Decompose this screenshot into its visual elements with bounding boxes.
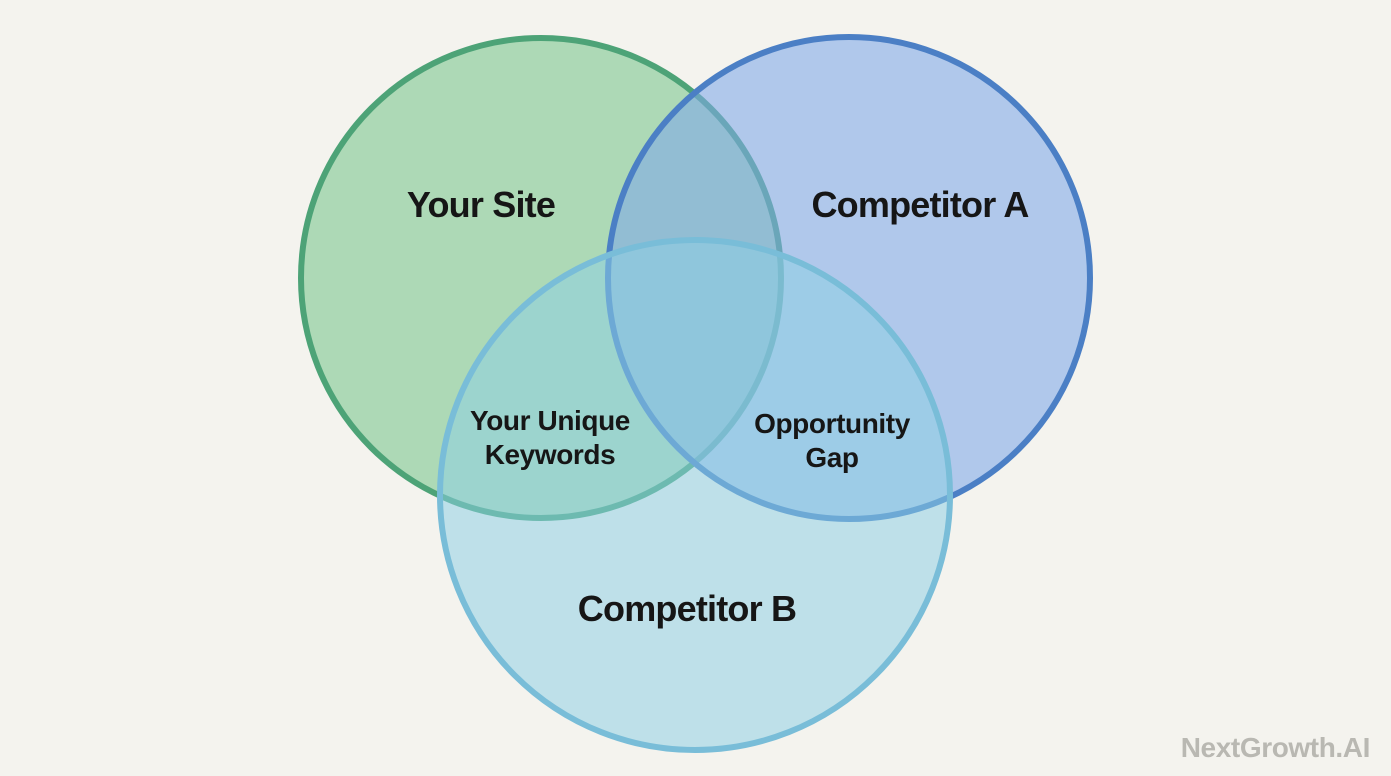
- watermark-nextgrowth-ai: NextGrowth.AI: [1180, 732, 1371, 763]
- opportunity-gap-label: Opportunity Gap: [754, 407, 910, 475]
- competitor-a-label: Competitor A: [811, 184, 1029, 225]
- competitor-b-label: Competitor B: [577, 588, 797, 629]
- opportunity-gap-line1: Opportunity: [754, 408, 910, 439]
- opportunity-gap-line2: Gap: [805, 442, 859, 473]
- your-unique-keywords-line2: Keywords: [484, 439, 616, 470]
- your-site-label: Your Site: [406, 184, 556, 225]
- circle-competitor-b: [437, 237, 953, 753]
- your-unique-keywords-line1: Your Unique: [470, 405, 630, 436]
- your-unique-keywords-label: Your Unique Keywords: [470, 404, 630, 472]
